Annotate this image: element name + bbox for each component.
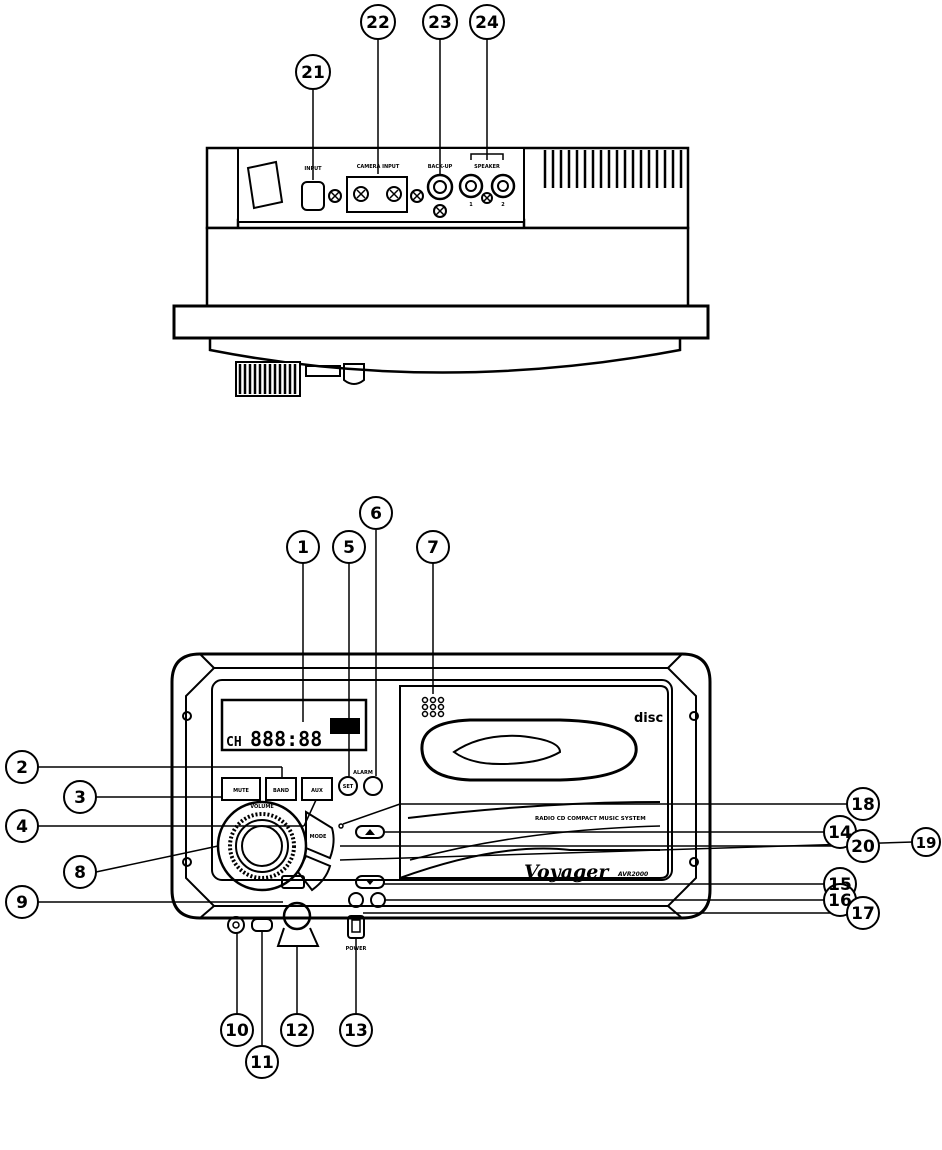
brand-name: Voyager [524, 861, 610, 883]
callout-17: 17 [851, 904, 875, 924]
rear-label-speaker-2: 2 [501, 202, 505, 208]
callout-10: 10 [225, 1021, 249, 1041]
knob-ridges [238, 364, 297, 394]
rear-view-unit [172, 146, 710, 397]
callout-19: 19 [916, 834, 937, 852]
speaker-dots [421, 696, 445, 718]
callout-6: 6 [370, 504, 382, 524]
disc-logo: disc [634, 711, 663, 726]
callout-23: 23 [428, 13, 452, 33]
callout-11: 11 [250, 1053, 274, 1073]
aux-button-label[interactable]: AUX [311, 788, 323, 794]
callout-9: 9 [16, 893, 28, 913]
callout-13: 13 [344, 1021, 368, 1041]
callout-3: 3 [74, 788, 86, 808]
rear-label-speaker-1: 1 [469, 202, 473, 208]
rear-label-speaker: SPEAKER [474, 164, 500, 170]
callout-15: 15 [828, 875, 852, 895]
callout-20: 20 [851, 837, 875, 857]
lcd-prefix: CH [226, 735, 242, 750]
callout-16: 16 [828, 891, 852, 911]
model-name: AVR2000 [617, 871, 648, 878]
callout-21: 21 [301, 63, 325, 83]
system-label: RADIO CD COMPACT MUSIC SYSTEM [535, 816, 646, 822]
lcd-digits: 888:88 [250, 727, 322, 751]
callout-7: 7 [427, 538, 439, 558]
callout-14: 14 [828, 823, 852, 843]
callout-badges [5, 4, 941, 1079]
mode-button-label[interactable]: MODE [310, 834, 327, 840]
vent-slots [543, 150, 683, 188]
band-button-label[interactable]: BAND [273, 788, 289, 794]
callout-22: 22 [366, 13, 390, 33]
volume-label: VOLUME [250, 804, 274, 810]
callout-lines [38, 38, 914, 1046]
alarm-label: ALARM [353, 770, 373, 776]
callout-18: 18 [851, 795, 875, 815]
callout-4: 4 [16, 817, 28, 837]
callout-8: 8 [74, 863, 86, 883]
set-button-label[interactable]: SET [343, 784, 354, 790]
callout-24: 24 [475, 13, 499, 33]
callout-1: 1 [297, 538, 309, 558]
callout-2: 2 [16, 758, 28, 778]
callout-12: 12 [285, 1021, 309, 1041]
mute-button-label[interactable]: MUTE [233, 788, 249, 794]
callout-5: 5 [343, 538, 355, 558]
